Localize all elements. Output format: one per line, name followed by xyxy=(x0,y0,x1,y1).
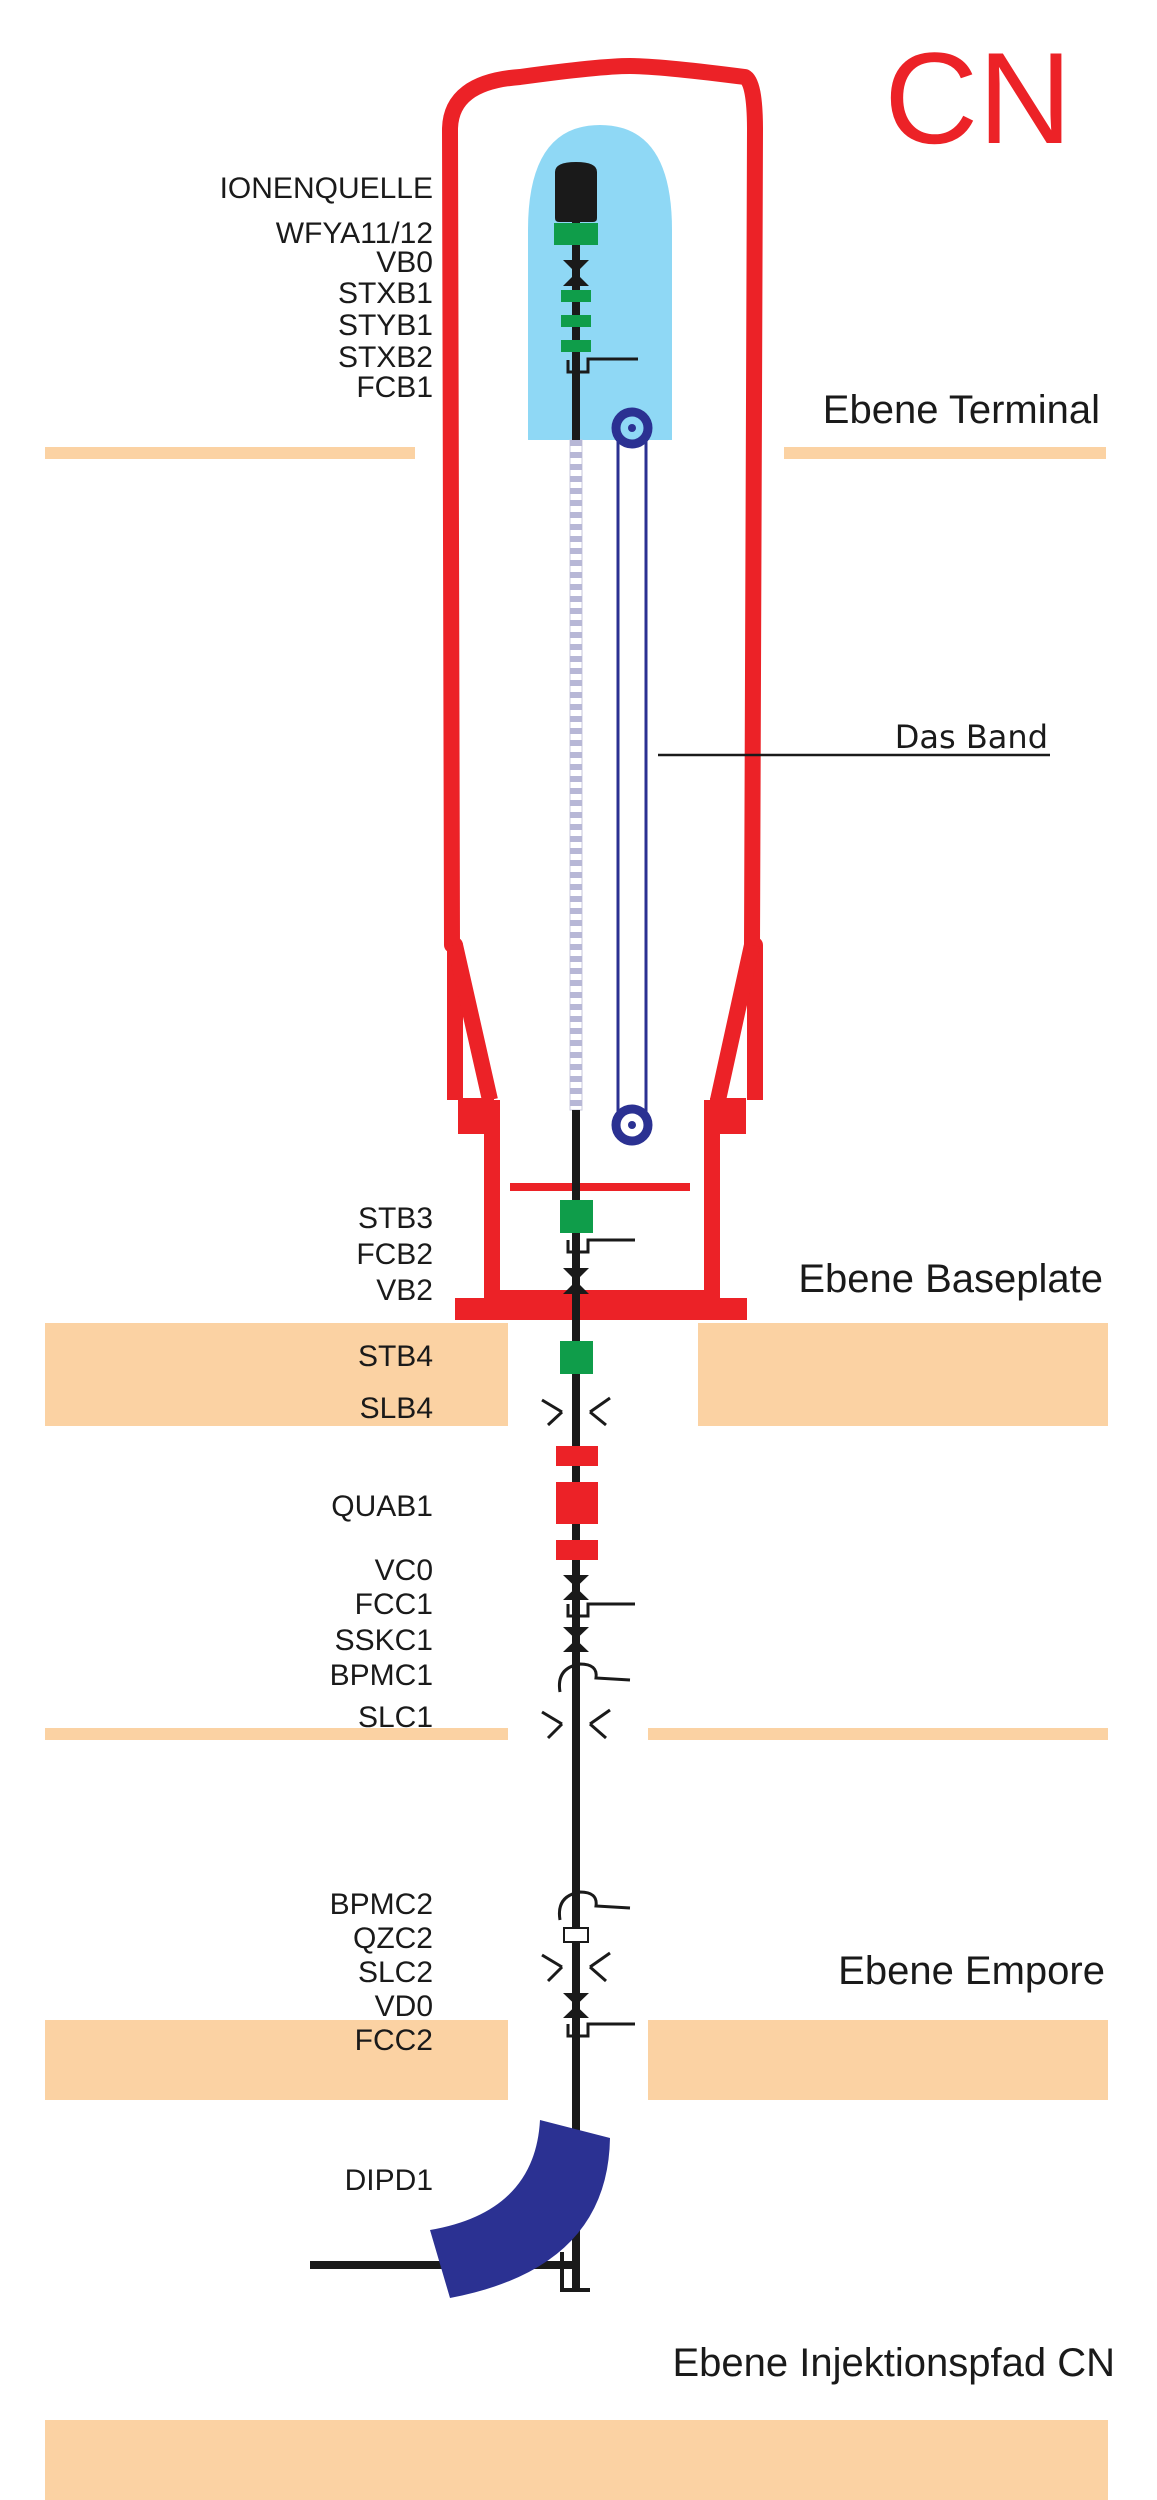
label-wfya: WFYA11/12 xyxy=(276,217,433,250)
steerer-stxb1-icon xyxy=(561,290,591,302)
label-fcc1: FCC1 xyxy=(355,1588,433,1621)
shield-plate xyxy=(510,1183,690,1191)
level-labels: Ebene Terminal Ebene Baseplate Ebene Emp… xyxy=(673,388,1116,2385)
accelerating-tube xyxy=(569,439,583,1111)
label-fcb2: FCB2 xyxy=(356,1238,433,1271)
level-injection: Ebene Injektionspfad CN xyxy=(673,2341,1116,2385)
level-terminal: Ebene Terminal xyxy=(823,388,1100,432)
floor-empore-right xyxy=(648,2020,1108,2100)
pressure-vessel xyxy=(442,58,763,1320)
label-stxb2: STXB2 xyxy=(338,341,433,374)
baseplate xyxy=(455,1298,747,1320)
wfya-magnet-icon xyxy=(554,223,598,245)
vessel-base xyxy=(484,1100,720,1306)
steerer-stb4-icon xyxy=(560,1341,593,1374)
label-vd0: VD0 xyxy=(375,1990,433,2023)
steerer-stxb2-icon xyxy=(561,340,591,352)
steerer-styb1-icon xyxy=(561,315,591,327)
label-styb1: STYB1 xyxy=(338,309,433,342)
belt-pulley-top xyxy=(611,407,653,449)
slit-slc2-icon xyxy=(541,1951,611,1983)
valve-vd0-icon xyxy=(563,1993,589,2018)
faraday-cup-fcc1-icon xyxy=(566,1602,635,1618)
ion-source-icon xyxy=(555,162,597,222)
mid-components xyxy=(541,1446,635,1740)
label-dipd1: DIPD1 xyxy=(345,2164,433,2197)
level-empore: Ebene Empore xyxy=(838,1949,1105,1993)
valve-vb0-icon xyxy=(563,260,589,286)
baseplate-components xyxy=(541,1200,635,1427)
bpm-bpmc1-icon xyxy=(557,1662,631,1693)
floor-terminal-right xyxy=(784,447,1106,459)
label-bpmc2: BPMC2 xyxy=(330,1888,433,1921)
label-fcc2: FCC2 xyxy=(355,2024,433,2057)
floor-terminal-left xyxy=(45,447,415,459)
label-quab1: QUAB1 xyxy=(331,1490,433,1523)
terminal-components xyxy=(554,162,638,374)
label-vb0: VB0 xyxy=(376,246,433,279)
component-labels: IONENQUELLE WFYA11/12 VB0 STXB1 STYB1 ST… xyxy=(220,172,433,2197)
floor-baseplate-right xyxy=(698,1323,1108,1426)
terminal-housing xyxy=(528,125,672,440)
dipole-dipd1-icon xyxy=(430,2120,610,2298)
faraday-cup-fcc2-icon xyxy=(566,2022,635,2038)
label-sskc1: SSKC1 xyxy=(335,1624,433,1657)
quadrupole-qzc2-icon xyxy=(563,1927,589,1943)
belt-pulley-bottom xyxy=(611,1104,653,1146)
label-qzc2: QZC2 xyxy=(353,1922,433,1955)
valve-sskc1-icon xyxy=(563,1627,589,1652)
label-fcb1: FCB1 xyxy=(356,371,433,404)
label-stxb1: STXB1 xyxy=(338,277,433,310)
level-baseplate: Ebene Baseplate xyxy=(798,1257,1103,1301)
label-bpmc1: BPMC1 xyxy=(330,1659,433,1692)
floor-empore-left xyxy=(45,2020,508,2100)
charging-belt xyxy=(611,407,1050,1146)
label-slc1: SLC1 xyxy=(358,1701,433,1734)
faraday-cup-fcb1-icon xyxy=(566,357,638,374)
floor-mid-right xyxy=(648,1728,1108,1740)
valve-vb2-icon xyxy=(563,1268,589,1294)
floor-baseplate-left xyxy=(45,1323,508,1426)
floor-mid-left xyxy=(45,1728,508,1740)
slit-slb4-icon xyxy=(541,1396,611,1427)
slit-slc1-icon xyxy=(541,1708,611,1740)
valve-vc0-icon xyxy=(563,1575,589,1600)
vessel-taper xyxy=(447,943,760,1102)
empore-components xyxy=(541,1890,635,2038)
band-label: Das Band xyxy=(895,718,1048,756)
floor-slabs xyxy=(45,447,1108,2500)
diagram-title: CN xyxy=(884,25,1072,171)
label-stb3: STB3 xyxy=(358,1202,433,1235)
label-ion-source: IONENQUELLE xyxy=(220,172,433,205)
label-stb4: STB4 xyxy=(358,1340,433,1373)
injection-components xyxy=(310,2120,610,2298)
label-vb2: VB2 xyxy=(376,1274,433,1307)
quadrupole-part-3 xyxy=(556,1540,598,1560)
steerer-stb3-icon xyxy=(560,1200,593,1233)
label-vc0: VC0 xyxy=(375,1554,433,1587)
vessel-outline xyxy=(442,58,763,1100)
label-slc2: SLC2 xyxy=(358,1956,433,1989)
label-slb4: SLB4 xyxy=(360,1392,433,1425)
quadrupole-quab1-icon xyxy=(556,1482,598,1524)
floor-injection xyxy=(45,2420,1108,2500)
faraday-cup-fcb2-icon xyxy=(566,1238,635,1254)
bpm-bpmc2-icon xyxy=(557,1890,631,1921)
quadrupole-part-1 xyxy=(556,1446,598,1466)
beam-end-stop-icon xyxy=(560,2252,590,2292)
